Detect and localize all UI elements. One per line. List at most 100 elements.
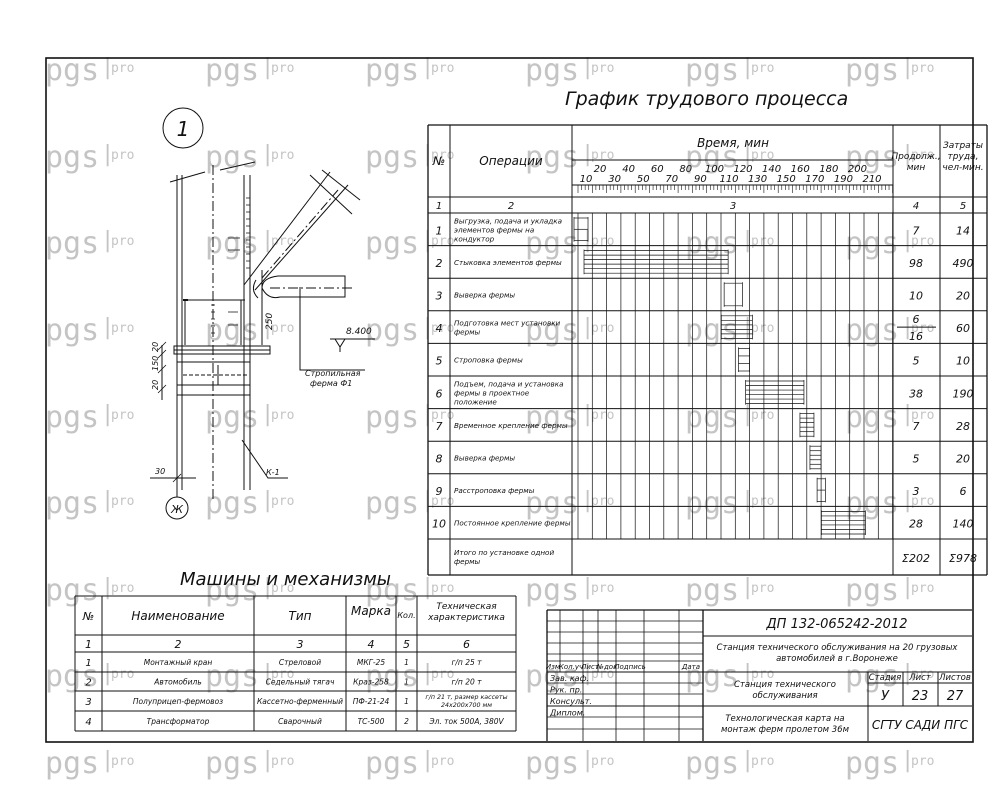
col-num-head: № bbox=[432, 154, 445, 168]
watermark-text: pgs bbox=[205, 486, 259, 521]
row-number: 5 bbox=[436, 355, 443, 368]
watermark-text: pgs bbox=[685, 659, 739, 694]
watermark-text: pgs bbox=[205, 746, 259, 781]
watermark-subtext: pro bbox=[751, 61, 774, 76]
row-number: 6 bbox=[436, 387, 443, 400]
watermark-separator: | bbox=[101, 402, 114, 427]
col-labor-head-1: Затраты bbox=[943, 141, 983, 151]
watermark-text: pgs bbox=[45, 400, 99, 435]
col-dur-head-2: мин bbox=[907, 163, 926, 173]
mach-row-type: Кассетно-ферменный bbox=[257, 697, 343, 706]
operation-text: фермы в проектное bbox=[454, 388, 530, 397]
watermark-separator: | bbox=[741, 55, 754, 80]
col-op-head: Операции bbox=[479, 154, 543, 168]
time-tick-label-top: 60 bbox=[651, 164, 664, 175]
operation-text: Подъем, подача и установка bbox=[454, 379, 564, 388]
subject-line-1: Станция технического обслуживания на 20 … bbox=[717, 643, 959, 653]
watermark-subtext: pro bbox=[271, 581, 294, 596]
watermark-subtext: pro bbox=[591, 408, 614, 423]
watermark-separator: | bbox=[581, 55, 594, 80]
mach-index-cell: 4 bbox=[368, 638, 375, 651]
mach-row-mark: ТС-500 bbox=[358, 717, 385, 726]
sheets-value: 27 bbox=[947, 689, 964, 704]
watermark-subtext: pro bbox=[911, 494, 934, 509]
sheet-head: Лист bbox=[908, 673, 932, 683]
row-number: 4 bbox=[436, 322, 443, 335]
watermark-subtext: pro bbox=[431, 667, 454, 682]
watermark-subtext: pro bbox=[591, 754, 614, 769]
watermark-subtext: pro bbox=[591, 61, 614, 76]
title-block bbox=[546, 609, 972, 741]
mach-row-type: Стреловой bbox=[279, 658, 321, 667]
labor-value: 6 bbox=[960, 485, 967, 498]
time-tick-label-bottom: 210 bbox=[862, 174, 881, 185]
operation-text: фермы bbox=[454, 328, 481, 337]
level-mark: 8.400 bbox=[346, 327, 372, 337]
index-cell: 4 bbox=[913, 201, 919, 212]
mach-row-type: Седельный тягач bbox=[266, 678, 335, 687]
organization: СГТУ САДИ ПГС bbox=[872, 718, 969, 732]
object-line-1: Станция технического bbox=[734, 680, 836, 690]
sheet-title-2: монтаж ферм пролетом 36м bbox=[721, 725, 850, 735]
subject-line-2: автомобилей в г.Воронеже bbox=[776, 654, 898, 664]
watermark-separator: | bbox=[261, 142, 274, 167]
stamp-col-head: Подпись bbox=[614, 663, 646, 671]
col-time-head: Время, мин bbox=[697, 136, 769, 150]
watermark-subtext: pro bbox=[591, 234, 614, 249]
watermark-subtext: pro bbox=[431, 321, 454, 336]
watermark-separator: | bbox=[261, 488, 274, 513]
operation-text: Постоянное крепление фермы bbox=[454, 519, 571, 528]
schedule-title: График трудового процесса bbox=[565, 88, 848, 110]
watermark-text: pgs bbox=[685, 573, 739, 608]
watermark-text: pgs bbox=[685, 226, 739, 261]
watermark-text: pgs bbox=[525, 746, 579, 781]
duration-value: 98 bbox=[909, 257, 923, 270]
mach-row-name: Полуприцеп-фермовоз bbox=[133, 697, 223, 706]
operation-text: Расстроповка фермы bbox=[454, 486, 535, 495]
mach-index-cell: 3 bbox=[297, 638, 304, 651]
mach-row-qty: 2 bbox=[404, 717, 409, 726]
total-text: фермы bbox=[454, 557, 481, 566]
dim-20-bottom: 20 bbox=[151, 380, 160, 390]
watermark-text: pgs bbox=[45, 486, 99, 521]
watermark-separator: | bbox=[741, 228, 754, 253]
watermark-subtext: pro bbox=[751, 494, 774, 509]
sheet-title-1: Технологическая карта на bbox=[725, 714, 844, 724]
mach-row-name: Монтажный кран bbox=[144, 658, 213, 667]
bracing-label: К-1 bbox=[266, 468, 280, 477]
mach-index-cell: 5 bbox=[403, 638, 410, 651]
watermark-text: pgs bbox=[205, 53, 259, 88]
detail-number: 1 bbox=[177, 117, 190, 141]
watermark-subtext: pro bbox=[751, 234, 774, 249]
mach-row-char: г/п 21 т, размер кассеты bbox=[425, 694, 507, 701]
watermark-subtext: pro bbox=[431, 61, 454, 76]
watermark-separator: | bbox=[101, 488, 114, 513]
labor-value: 28 bbox=[956, 420, 970, 433]
watermark-subtext: pro bbox=[111, 61, 134, 76]
watermark-text: pgs bbox=[845, 659, 899, 694]
watermark-text: pgs bbox=[45, 53, 99, 88]
labor-value: 140 bbox=[953, 518, 974, 531]
operation-text: Выгрузка, подача и укладка bbox=[454, 216, 562, 225]
labor-value: 20 bbox=[956, 453, 970, 466]
watermark-separator: | bbox=[901, 228, 914, 253]
rafter-label-1: Стропильная bbox=[305, 369, 361, 378]
time-tick-label-top: 80 bbox=[679, 164, 692, 175]
watermark-subtext: pro bbox=[111, 234, 134, 249]
stamp-col-head: Лист bbox=[580, 663, 600, 671]
row-number: 10 bbox=[432, 518, 446, 531]
watermark-subtext: pro bbox=[911, 148, 934, 163]
watermark-text: pgs bbox=[525, 140, 579, 175]
watermark-separator: | bbox=[421, 748, 434, 773]
watermark-text: pgs bbox=[205, 140, 259, 175]
mach-head-mark: Марка bbox=[351, 604, 391, 618]
mach-row-type: Сварочный bbox=[278, 717, 322, 726]
mach-row-mark: МКГ-25 bbox=[357, 658, 385, 667]
duration-value: 10 bbox=[909, 290, 923, 303]
machines-table bbox=[74, 595, 517, 732]
watermark-subtext: pro bbox=[911, 408, 934, 423]
watermark-subtext: pro bbox=[271, 494, 294, 509]
index-cell: 5 bbox=[960, 201, 966, 212]
stamp-role: Зав. каф. bbox=[550, 674, 589, 683]
